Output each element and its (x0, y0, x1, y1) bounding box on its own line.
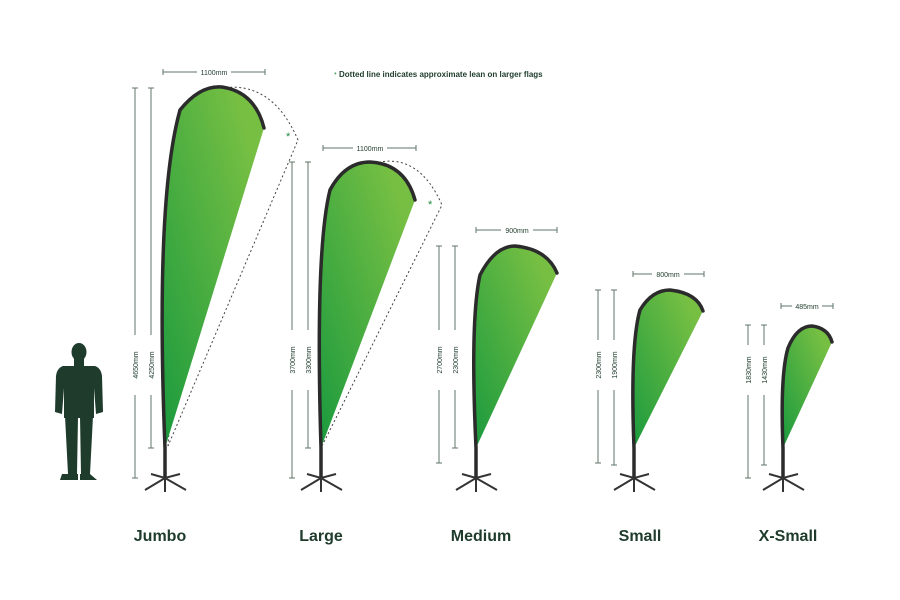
width-label: 900mm (505, 228, 529, 235)
size-name: Small (619, 528, 662, 545)
width-label: 1100mm (201, 70, 228, 77)
flag-height-dimension (305, 161, 311, 449)
flag-small: 800mm 2300mm 1900mm Small (593, 268, 705, 545)
flag-pole (780, 324, 834, 480)
width-label: 1100mm (357, 146, 384, 153)
width-label: 485mm (795, 304, 819, 311)
total-height-label: 2300mm (596, 351, 603, 378)
flag-pole (472, 244, 559, 480)
total-height-label: 4650mm (133, 351, 140, 378)
cross-base-icon (300, 473, 343, 492)
flag-fabric (162, 86, 264, 448)
person-silhouette-icon (55, 343, 103, 480)
cross-base-icon (762, 473, 805, 492)
total-height-dimension (289, 161, 295, 479)
size-name: X-Small (759, 528, 818, 545)
flag-jumbo: * 1100mm 4650mm 4250mm Jumbo (130, 66, 299, 545)
cross-base-icon (144, 473, 187, 492)
total-height-label: 2700mm (437, 346, 444, 373)
total-height-dimension (132, 87, 138, 479)
flag-height-label: 3300mm (306, 346, 313, 373)
flag-height-label: 4250mm (149, 351, 156, 378)
flag-pole (317, 160, 417, 480)
footnote-marker: * (334, 72, 337, 79)
size-name: Medium (451, 528, 511, 545)
flag-fabric (319, 162, 415, 448)
flag-pole (631, 288, 705, 480)
flag-height-label: 2300mm (453, 346, 460, 373)
lean-marker: * (286, 131, 291, 143)
lean-marker: * (428, 199, 433, 211)
flag-fabric (473, 246, 557, 448)
total-height-label: 3700mm (290, 346, 297, 373)
flag-fabric (782, 326, 832, 448)
flag-fabric (632, 290, 703, 448)
cross-base-icon (455, 473, 498, 492)
lean-footnote: * Dotted line indicates approximate lean… (334, 70, 543, 79)
flag-pole (160, 85, 266, 480)
width-label: 800mm (656, 272, 680, 279)
flag-height-label: 1430mm (762, 356, 769, 383)
total-height-label: 1830mm (746, 356, 753, 383)
cross-base-icon (613, 473, 656, 492)
footnote-text: Dotted line indicates approximate lean o… (339, 70, 543, 79)
size-name: Jumbo (134, 528, 187, 545)
flag-x-small: 485mm 1830mm 1430mm X-Small (743, 300, 834, 545)
flag-height-label: 1900mm (612, 351, 619, 378)
flag-large: * 1100mm 3700mm 3300mm Large (287, 142, 443, 545)
flag-medium: 900mm 2700mm 2300mm Medium (434, 224, 559, 545)
size-name: Large (299, 528, 343, 545)
